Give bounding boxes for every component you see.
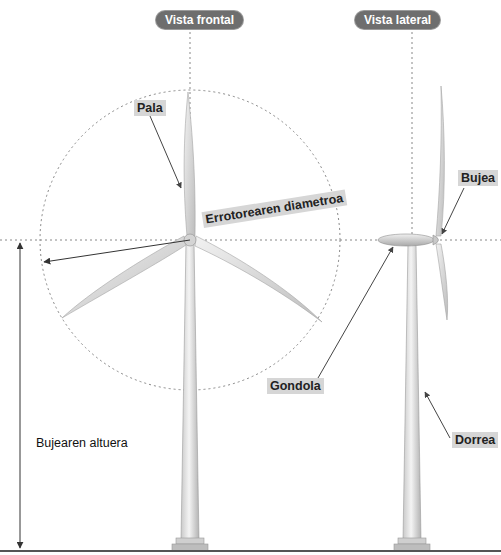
dimension-label: Bujearen altuera [34, 436, 130, 450]
guide-lines [0, 32, 501, 545]
view-badge: Vista lateral [355, 11, 440, 29]
part-label: Bujea [458, 170, 498, 186]
part-label: Dorrea [452, 432, 498, 448]
view-badge: Vista frontal [156, 11, 243, 29]
part-label: Gondola [267, 378, 324, 394]
leader-line [425, 392, 450, 438]
hub-height-dimension [20, 243, 21, 548]
diameter-arrow [44, 240, 190, 262]
leader-lines [150, 116, 393, 378]
leader-line [442, 188, 464, 234]
side-turbine [378, 86, 448, 551]
view-title: Vista frontal [165, 13, 234, 27]
ground-line [0, 550, 501, 552]
view-title: Vista lateral [364, 13, 431, 27]
dimension-label: Errotorearen diametroa [201, 190, 347, 228]
front-tower [172, 242, 208, 551]
part-label: Pala [134, 100, 166, 116]
